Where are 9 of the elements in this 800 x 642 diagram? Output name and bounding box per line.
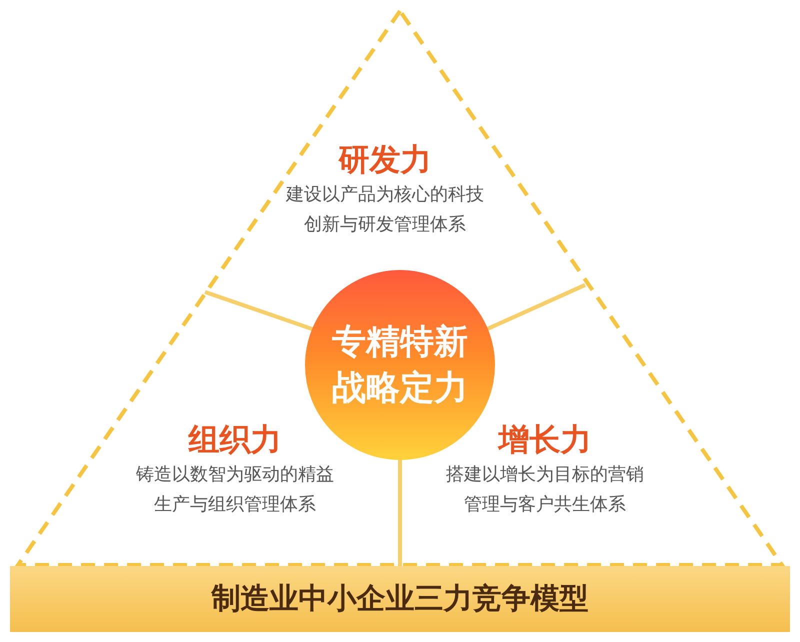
- section-heading: 研发力: [338, 141, 432, 180]
- section-description: 建设以产品为核心的科技创新与研发管理体系: [284, 183, 485, 237]
- base-band: [10, 566, 790, 632]
- section-description: 铸造以数智为驱动的精益生产与组织管理体系: [135, 463, 335, 517]
- section-heading: 组织力: [188, 421, 282, 460]
- center-title: 专精特新战略定力: [330, 321, 469, 410]
- model-title: 制造业中小企业三力竞争模型: [212, 580, 588, 617]
- section-description: 搭建以增长为目标的营销管理与客户共生体系: [445, 463, 645, 517]
- section-heading: 增长力: [498, 421, 592, 460]
